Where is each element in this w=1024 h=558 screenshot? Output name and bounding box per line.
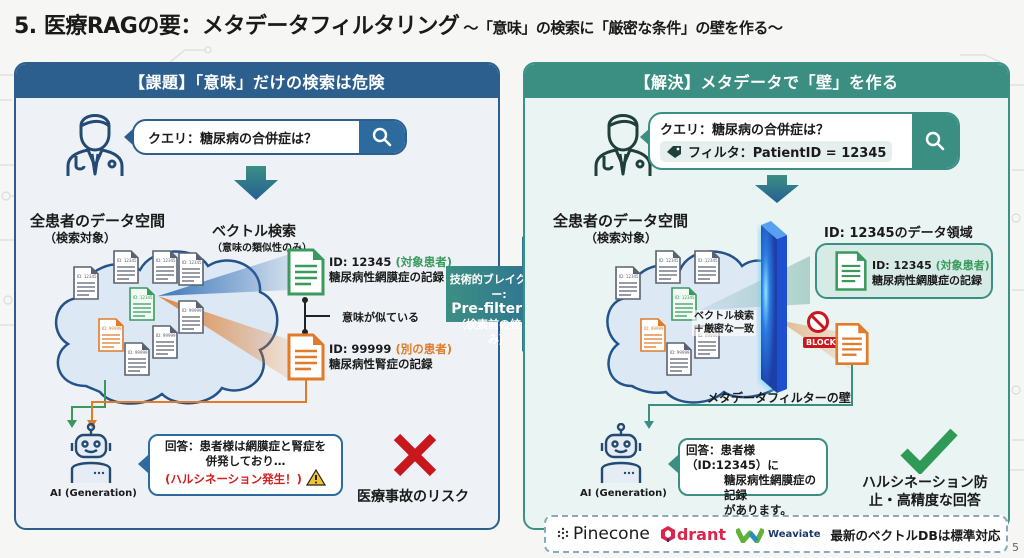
- mini-document-icon: ID: 99999: [124, 342, 150, 376]
- mini-document-icon: ID: 12345: [113, 250, 139, 284]
- vector-db-note: 最新のベクトルDBは標準対応: [830, 527, 1001, 543]
- search-icon: [372, 127, 392, 147]
- svg-text:ID: 99999: ID: 99999: [670, 350, 690, 355]
- cross-icon: [393, 433, 437, 477]
- document-icon-target: [835, 251, 867, 291]
- page-number: 5: [1012, 541, 1019, 554]
- target-document-label: ID: 12345 (対象患者) 糖尿病性網膜症の記録: [872, 259, 990, 287]
- svg-text:ID: 12345: ID: 12345: [182, 260, 202, 265]
- region-title: ID: 12345のデータ領域: [824, 226, 973, 241]
- search-icon: [925, 131, 945, 151]
- similarity-connector: [302, 297, 330, 335]
- mini-document-icon: ID: 99999: [152, 325, 178, 359]
- filtered-query-bubble[interactable]: クエリ：糖尿病の合併症は？ フィルタ：PatientID = 12345: [648, 112, 960, 170]
- svg-text:ID: 99999: ID: 99999: [128, 350, 148, 355]
- svg-text:ID: 12345: ID: 12345: [117, 258, 137, 263]
- answer-bubble-tail: [668, 455, 678, 473]
- result-label: ハルシネーション防 止・高精度な回答: [862, 475, 988, 509]
- strict-search-label: ベクトル検索 ＋厳密な一致: [692, 310, 756, 336]
- svg-text:ID: 99999: ID: 99999: [182, 308, 202, 313]
- document-icon-other: [287, 333, 325, 381]
- mini-document-icon: ID: 12345: [73, 266, 99, 300]
- risk-label: 医療事故のリスク: [357, 489, 469, 505]
- document-icon-target: [287, 248, 325, 296]
- mini-document-icon: ID: 12345: [655, 250, 681, 284]
- data-space-title: 全患者のデータ空間: [553, 212, 689, 230]
- wall-label: メタデータフィルターの壁: [707, 391, 851, 405]
- mini-document-icon: ID: 99999: [178, 300, 204, 334]
- down-arrow-icon: [755, 175, 799, 203]
- data-space-subtitle: （検索対象）: [585, 231, 658, 245]
- weaviate-logo: Weaviate: [736, 525, 820, 543]
- metadata-filter[interactable]: フィルタ：PatientID = 12345: [660, 141, 893, 163]
- mini-document-icon: ID: 12345: [178, 252, 204, 286]
- prohibited-icon: [807, 311, 829, 333]
- data-space-title: 全患者のデータ空間: [30, 212, 166, 230]
- svg-text:ID: 99999: ID: 99999: [102, 326, 122, 331]
- target-document-label: ID: 12345 (対象患者) 糖尿病性網膜症の記録: [329, 255, 452, 284]
- mini-document-icon: ID: 12345: [152, 250, 178, 284]
- query-bubble-tail: [640, 128, 650, 146]
- data-space-subtitle: （検索対象）: [44, 231, 117, 245]
- hallucination-warning: (ハルシネーション発生！): [165, 472, 302, 486]
- down-arrow-icon: [234, 166, 278, 200]
- vector-db-logos: Pinecone drant Weaviate 最新のベクトルDBは標準対応: [544, 515, 1008, 553]
- mini-document-icon: ID: 12345: [671, 287, 697, 321]
- svg-text:ID: 12345: ID: 12345: [77, 274, 97, 279]
- qdrant-logo: drant: [660, 525, 726, 544]
- svg-text:ID: 12345: ID: 12345: [133, 295, 153, 300]
- mini-document-icon: ID: 99999: [640, 318, 666, 352]
- tag-icon: [667, 145, 681, 158]
- warning-icon: [305, 468, 326, 486]
- similar-label: 意味が似ている: [342, 311, 419, 324]
- svg-text:ID: 12345: ID: 12345: [659, 258, 679, 263]
- answer-bubble: 回答：患者様は網膜症と腎症を 併発しており… (ハルシネーション発生！): [148, 434, 343, 496]
- mini-document-icon: ID: 12345: [615, 266, 641, 300]
- mini-document-icon: ID: 99999: [98, 318, 124, 352]
- query-text: クエリ：糖尿病の合併症は？: [148, 131, 318, 147]
- query-text: クエリ：糖尿病の合併症は？: [660, 123, 830, 139]
- mini-document-icon: ID: 99999: [666, 342, 692, 376]
- retrieval-flow-line: [644, 365, 853, 429]
- other-document-label: ID: 99999 (別の患者) 糖尿病性腎症の記録: [329, 342, 452, 371]
- ai-label: AI (Generation): [580, 488, 667, 499]
- title-main: 5. 医療RAGの要：メタデータフィルタリング: [14, 14, 460, 39]
- retrieval-flow-lines: [67, 380, 307, 428]
- robot-icon: [70, 423, 112, 483]
- svg-text:ID: 99999: ID: 99999: [644, 326, 664, 331]
- title-subtitle: ～「意味」の検索に「厳密な条件」の壁を作る～: [463, 19, 783, 37]
- svg-text:ID: 12345: ID: 12345: [619, 274, 639, 279]
- mini-document-icon: ID: 12345: [129, 287, 155, 321]
- search-button[interactable]: [912, 114, 958, 168]
- ai-label: AI (Generation): [50, 488, 137, 499]
- pinecone-icon: [557, 527, 569, 540]
- page-title: 5. 医療RAGの要：メタデータフィルタリング～「意味」の検索に「厳密な条件」の…: [14, 8, 783, 40]
- qdrant-icon: [660, 526, 675, 542]
- query-bubble[interactable]: クエリ：糖尿病の合併症は？: [132, 119, 407, 155]
- robot-icon: [600, 423, 642, 483]
- vector-search-title: ベクトル検索: [212, 224, 296, 240]
- svg-text:ID: 12345: ID: 12345: [675, 295, 695, 300]
- svg-text:ID: 99999: ID: 99999: [156, 333, 176, 338]
- answer-bubble-tail: [138, 455, 148, 473]
- svg-text:ID: 12345: ID: 12345: [156, 258, 176, 263]
- vector-search-subtitle: （意味の類似性のみ）: [212, 243, 312, 254]
- block-badge: BLOCK: [803, 337, 839, 348]
- pinecone-logo: Pinecone: [556, 524, 650, 544]
- metadata-filter-wall: [759, 221, 787, 395]
- document-icon-blocked: [835, 322, 869, 366]
- check-icon: [900, 428, 958, 474]
- problem-panel-header: 【課題】「意味」だけの検索は危険: [16, 64, 498, 98]
- weaviate-icon: [736, 527, 765, 543]
- mini-document-icon: ID: 12345: [694, 250, 720, 284]
- svg-text:ID: 12345: ID: 12345: [698, 258, 718, 263]
- search-button[interactable]: [359, 121, 405, 153]
- solution-panel-header: 【解決】メタデータで「壁」を作る: [525, 64, 1008, 98]
- query-bubble-tail: [124, 128, 134, 146]
- answer-bubble: 回答：患者様（ID:12345）に 糖尿病性網膜症の記録 があります。: [678, 438, 828, 517]
- doctor-icon: [66, 114, 124, 176]
